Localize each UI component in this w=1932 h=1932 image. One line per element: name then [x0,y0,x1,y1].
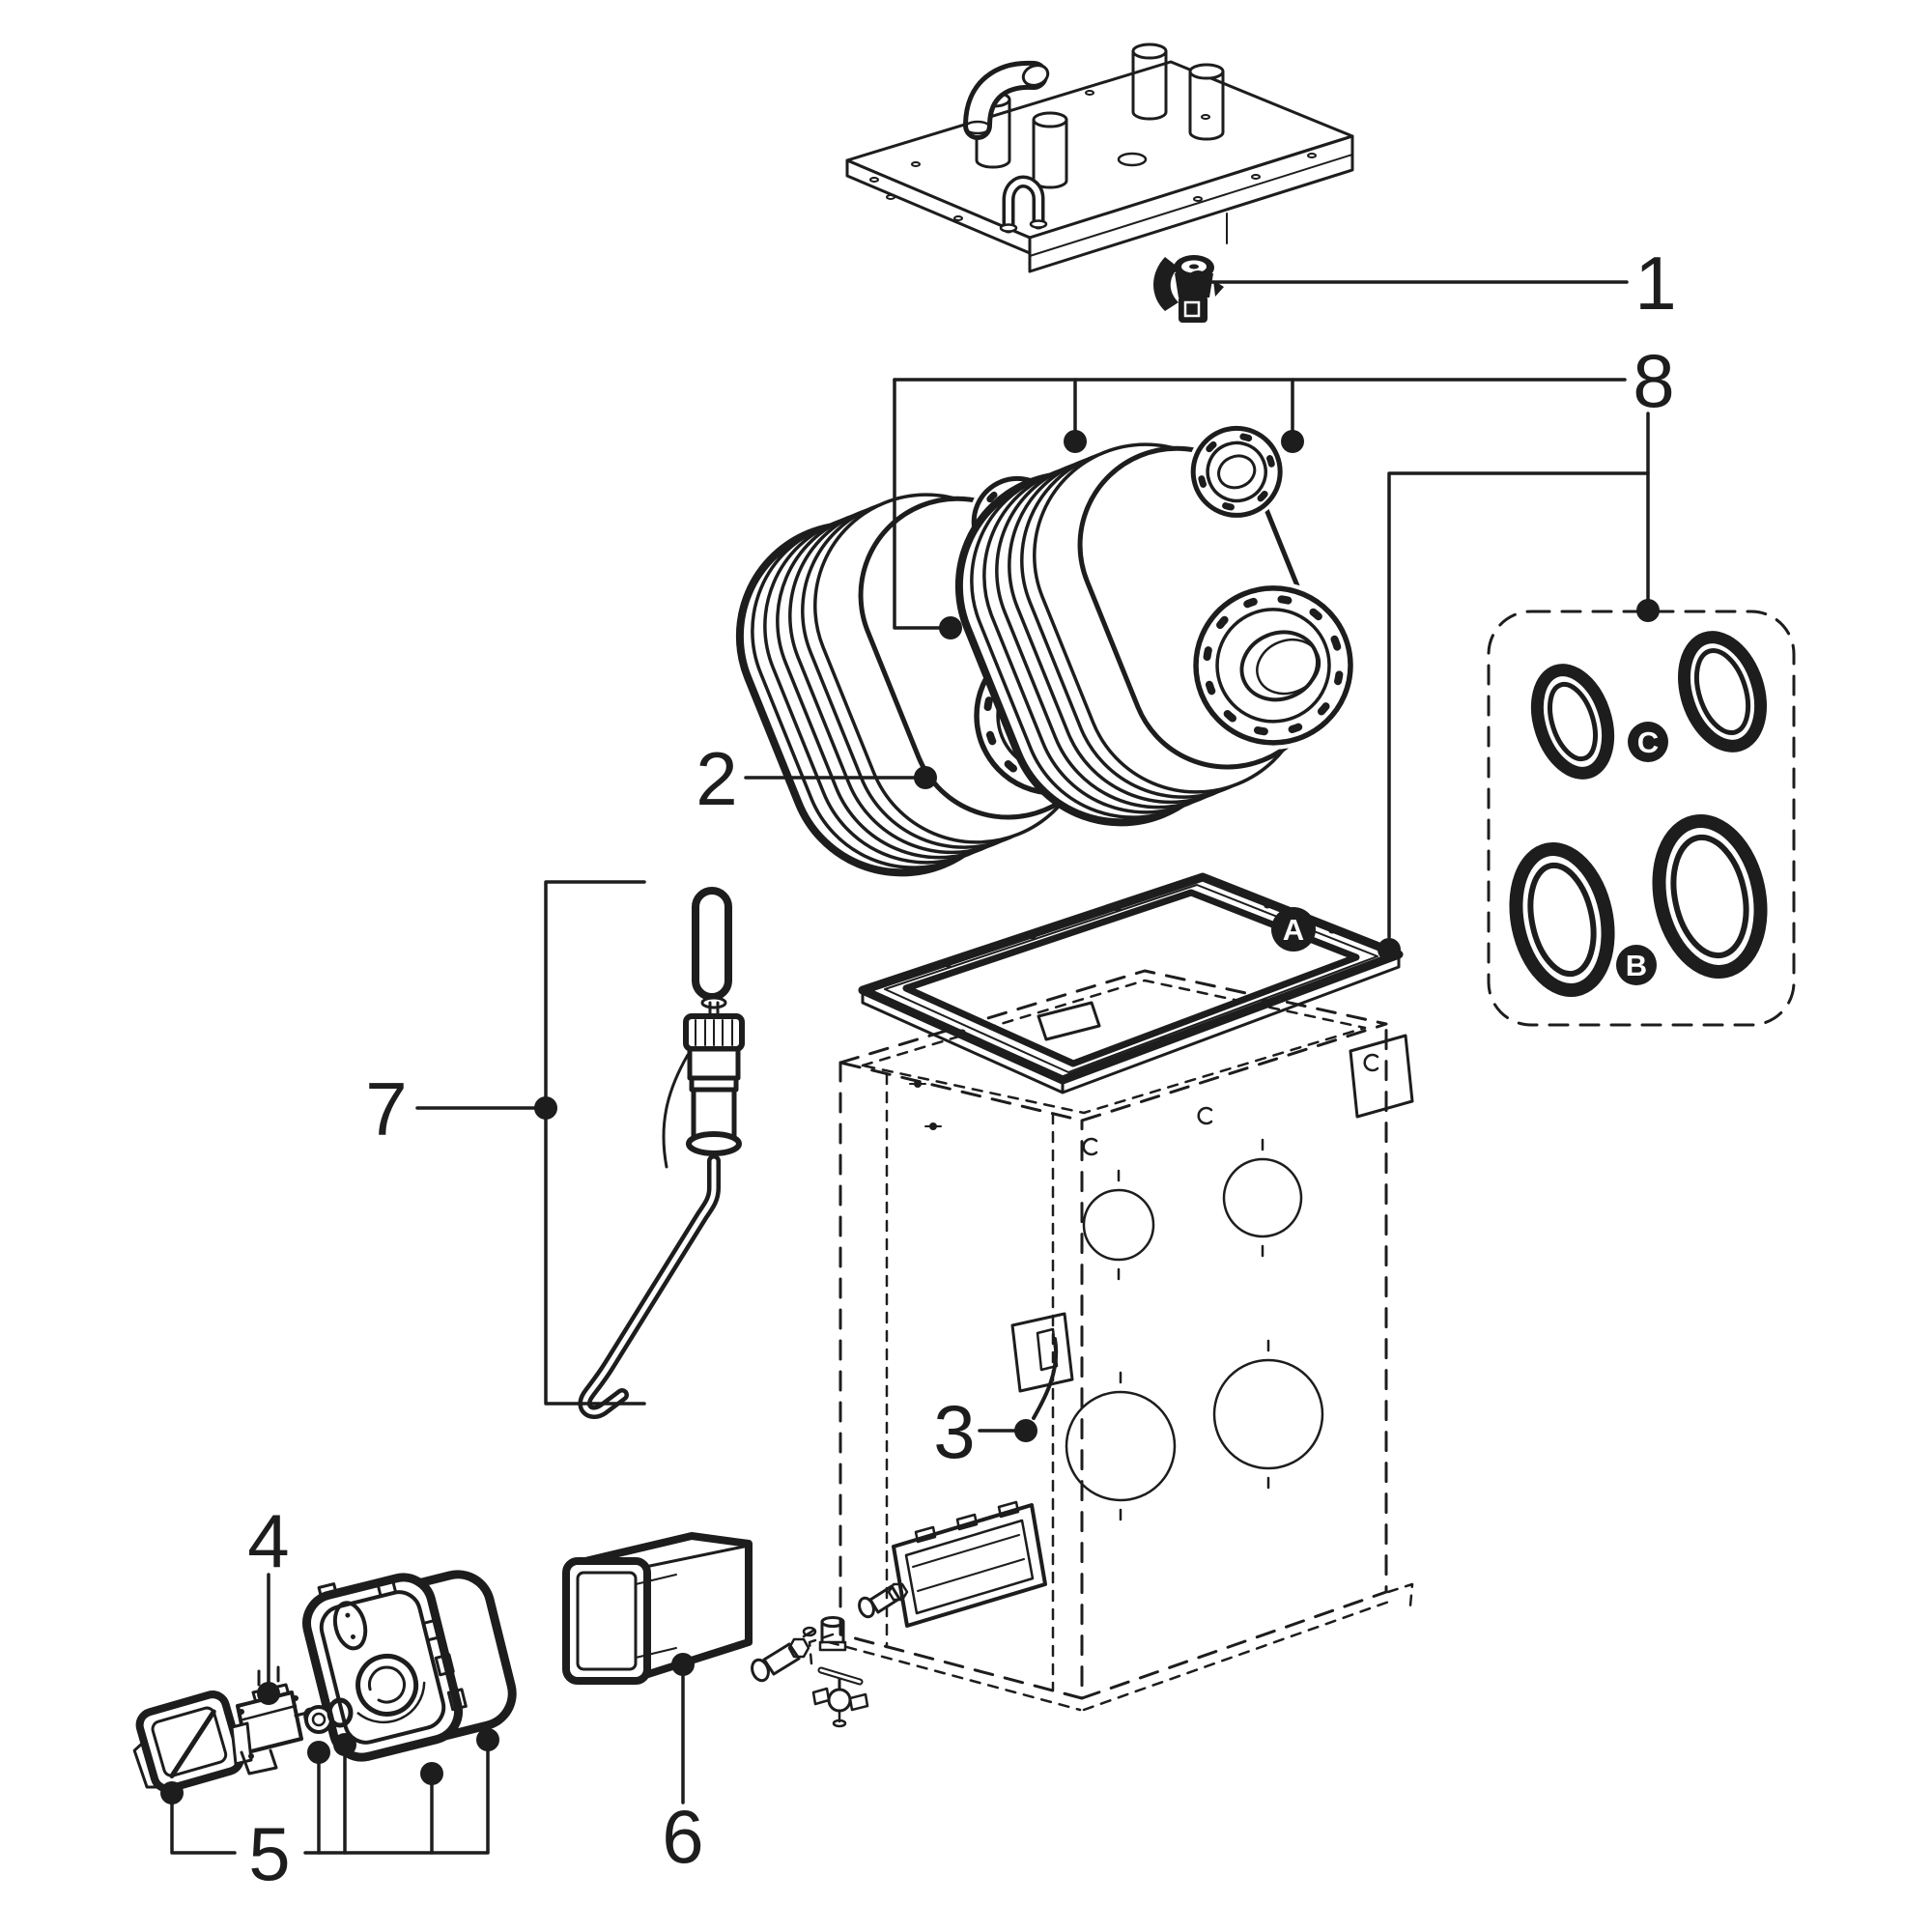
callout-8: 8 [893,338,1675,961]
o-ring-large-right [1652,814,1768,979]
badge-b-label: B [1626,949,1647,982]
callout-1-label: 1 [1634,241,1676,326]
burner-door-plate [302,1573,468,1762]
callout-3-label: 3 [933,1389,975,1474]
o-ring-large-left [1509,841,1615,998]
combustion-box-part-3 [751,969,1414,1728]
panel-holes [869,90,1317,221]
heat-exchanger-part-2 [706,390,1391,906]
flue-collar [892,1500,1047,1628]
knockout-holes [1065,1138,1324,1521]
panel-elbow-pipe [963,60,1050,140]
wire-clips [1082,1053,1379,1156]
air-duct-part-6 [562,1532,753,1685]
gasket-kit-part-8: C B [1487,610,1796,1027]
o-ring-small-left [1530,664,1615,780]
callout-7-label: 7 [365,1066,407,1151]
gas-valve-part-4 [230,1665,319,1776]
burner-door-assembly [132,1570,517,1793]
igniter-assembly-part-7 [578,887,745,1419]
callout-7: 7 [365,880,646,1406]
callout-2-label: 2 [696,736,737,821]
igniter-electrode-rod [578,1154,721,1419]
top-bracket [909,1001,1414,1130]
callout-8-label: 8 [1633,338,1674,423]
pipe-fittings [751,1582,909,1728]
badge-a-label: A [1283,913,1304,947]
callout-3: 3 [933,1389,1037,1474]
top-panel [845,43,1354,273]
callout-6: 6 [662,1653,704,1879]
badge-c: C [1628,722,1668,762]
panel-u-tube [999,175,1048,234]
badge-b: B [1616,945,1657,985]
top-gasket-part-a: A [858,872,1404,1094]
badge-a: A [1271,907,1316,952]
callout-6-label: 6 [662,1794,703,1879]
callout-5-label: 5 [248,1811,290,1896]
callout-4: 4 [247,1498,290,1705]
callout-1: 1 [1186,241,1677,326]
gasket-screw-holes [944,903,1336,1041]
air-deflector-scoop [132,1690,245,1793]
badge-c-label: C [1637,725,1659,759]
igniter-mount-plate [1010,1312,1074,1420]
callout-2: 2 [696,736,937,821]
callout-5: 5 [160,1728,499,1896]
door-o-ring [327,1697,354,1728]
callout-4-label: 4 [247,1498,289,1583]
o-ring-small-right [1678,631,1767,753]
